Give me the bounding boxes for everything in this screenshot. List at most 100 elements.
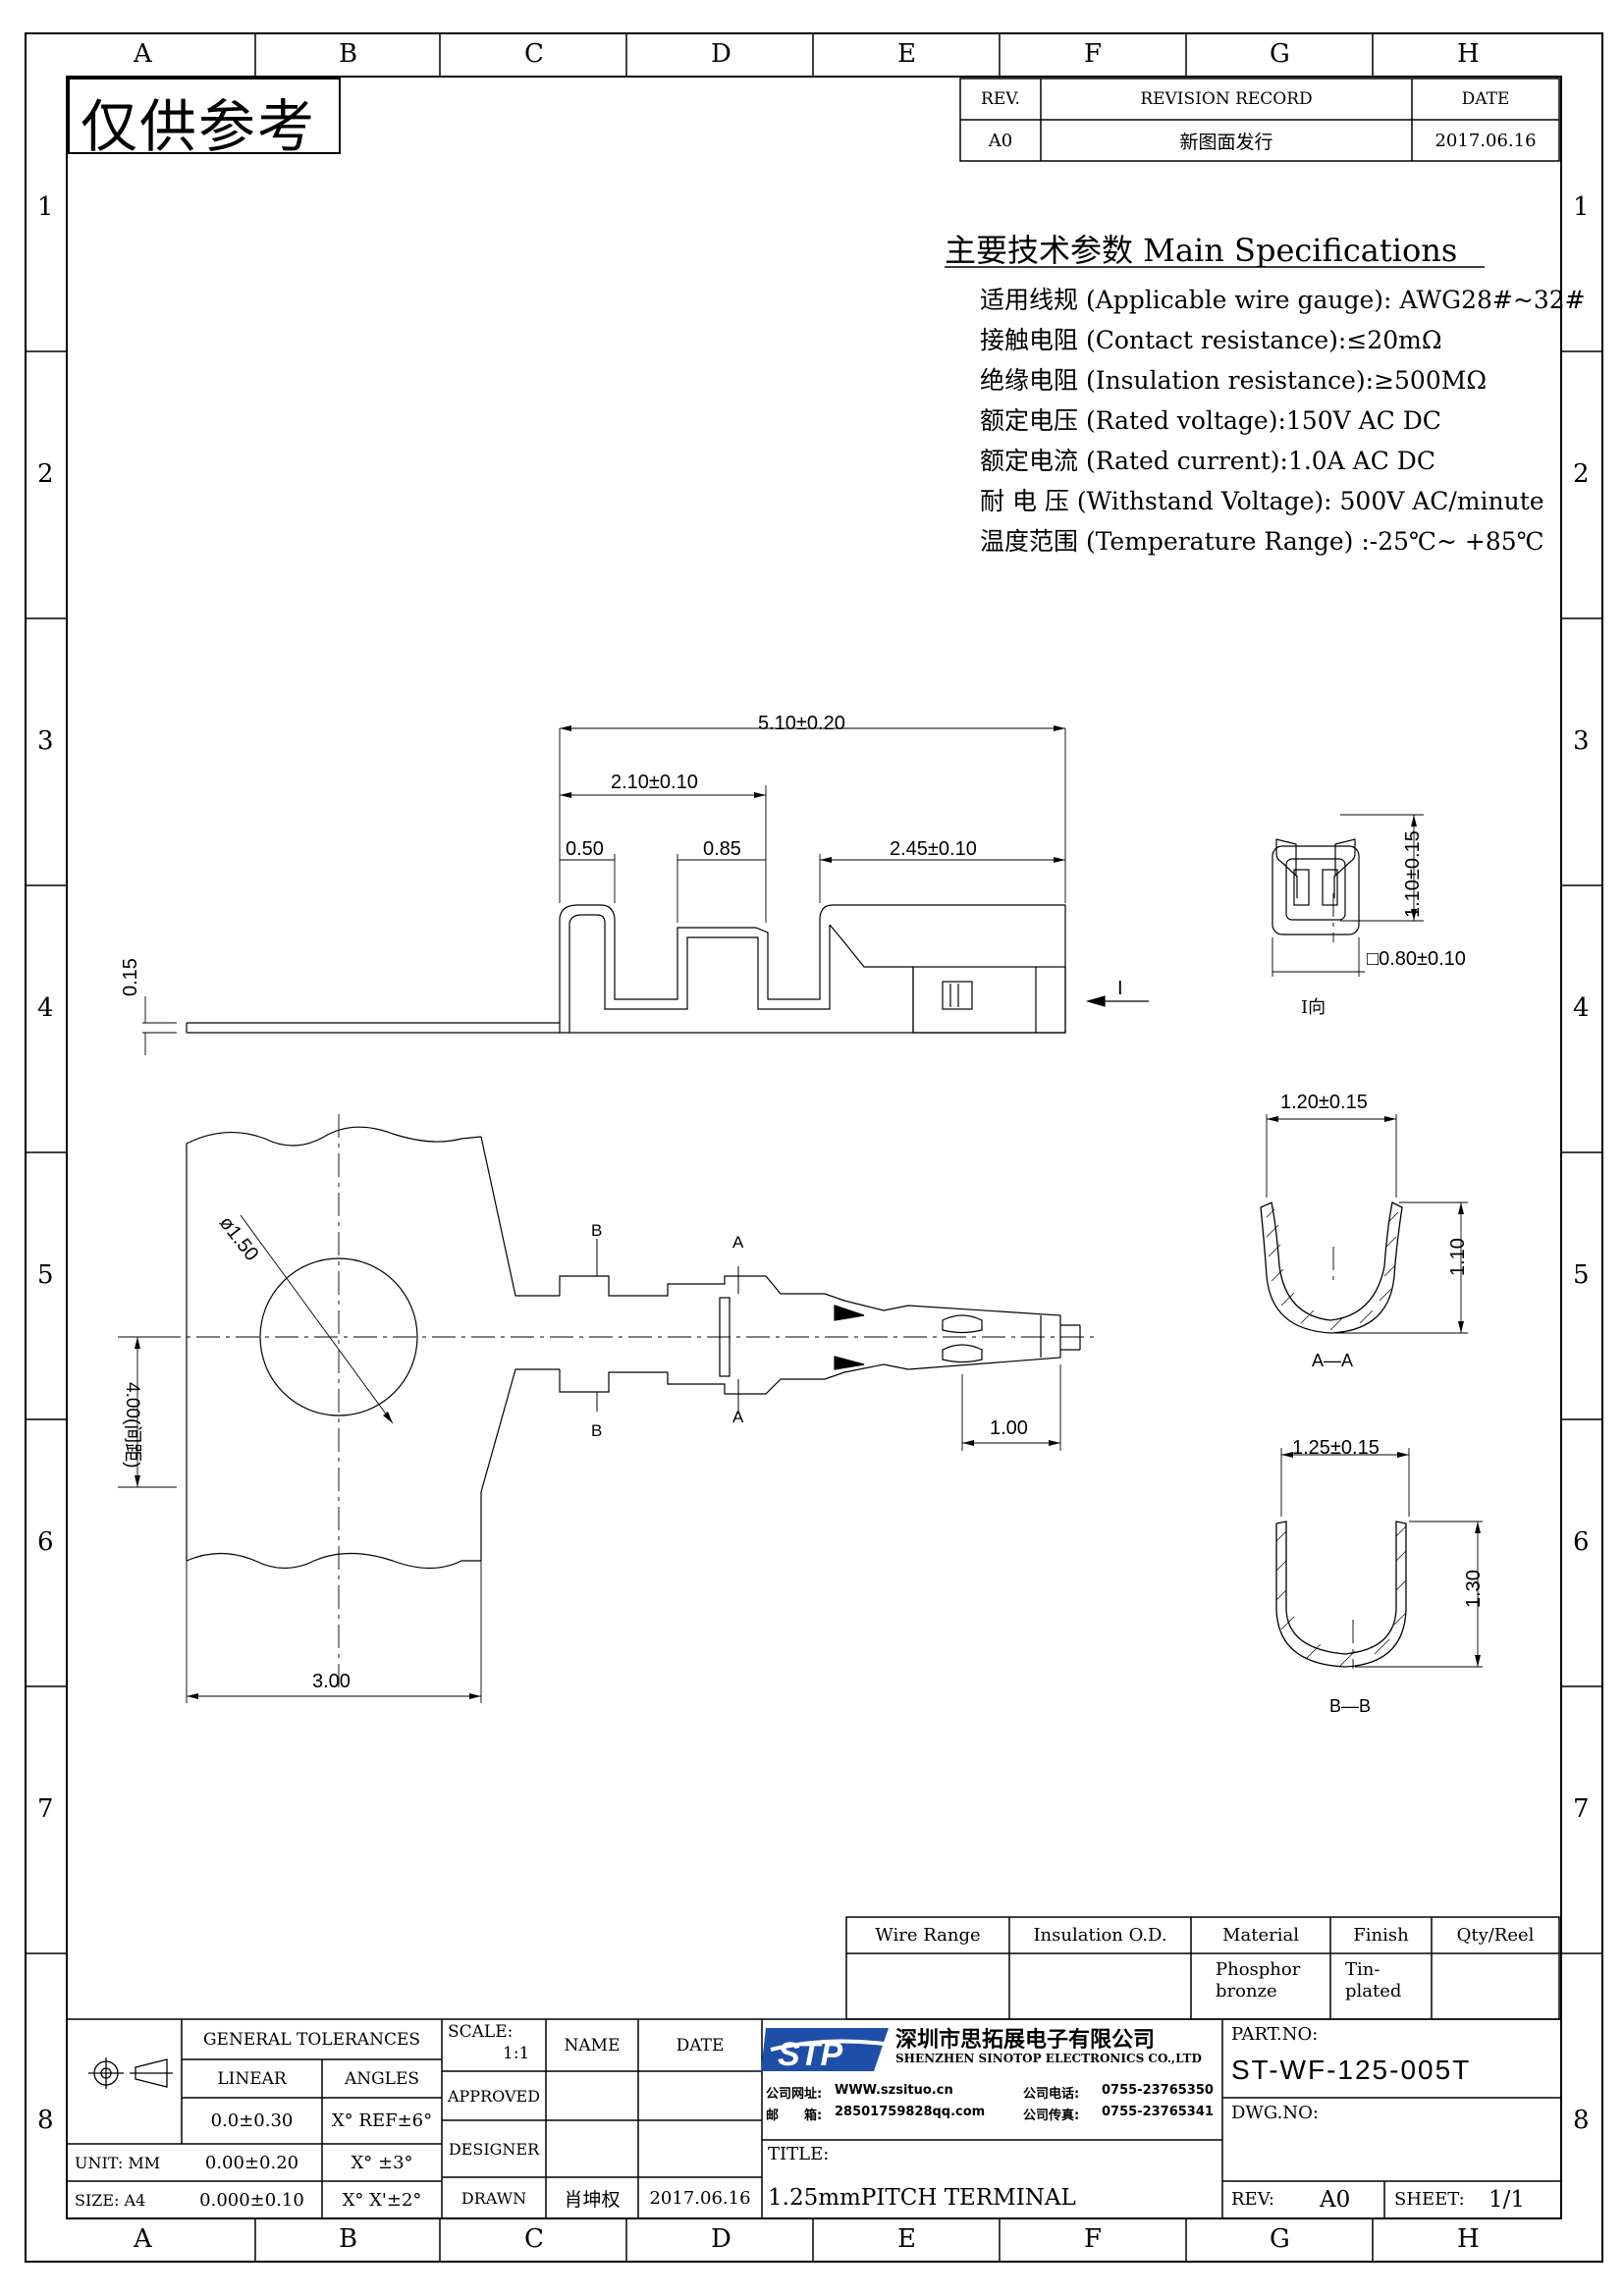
finish-value: Tin-plated	[1345, 1959, 1402, 2002]
col-label-b: B	[339, 39, 358, 69]
dim-box-height: 1.10±0.15	[1402, 830, 1424, 918]
header-qty-reel: Qty/Reel	[1456, 1925, 1535, 1946]
col-label-d: D	[711, 2224, 731, 2254]
col-label-g: G	[1270, 2224, 1290, 2254]
col-label-e: E	[897, 39, 916, 69]
row-label-5: 5	[37, 1260, 54, 1290]
centerlines	[118, 893, 1354, 1688]
drawn-name: 肖坤权	[564, 2188, 621, 2211]
dim-bb-height: 1.30	[1463, 1570, 1485, 1608]
phone-value: 0755-23765350	[1102, 2083, 1214, 2098]
revision-date-value: 2017.06.16	[1435, 130, 1537, 151]
drawing-title: 1.25mmPITCH TERMINAL	[768, 2185, 1076, 2211]
outer-frame	[25, 32, 1603, 2263]
email-label: 邮 箱:	[766, 2109, 823, 2123]
row-label-5: 5	[1573, 1260, 1590, 1290]
row-label-4: 4	[1573, 993, 1590, 1023]
row-label-7: 7	[1573, 1794, 1590, 1824]
dim-thickness: 0.15	[120, 958, 141, 996]
size-label: SIZE: A4	[75, 2190, 146, 2210]
section-a-label-bottom: A	[732, 1408, 744, 1426]
phone-label: 公司电话:	[1023, 2087, 1080, 2102]
dim-total-length: 5.10±0.20	[758, 713, 845, 734]
logo-text: STP	[778, 2036, 842, 2073]
date-header: DATE	[1461, 89, 1510, 109]
section-b-label-bottom: B	[591, 1421, 603, 1440]
header-wire-range: Wire Range	[875, 1925, 981, 1946]
name-header: NAME	[564, 2035, 621, 2056]
header-material: Material	[1222, 1925, 1299, 1946]
rev-value-title: A0	[1320, 2187, 1351, 2213]
row-label-4: 4	[37, 993, 54, 1023]
dim-tip-100: 1.00	[990, 1417, 1028, 1439]
view-i-dim-lines	[1272, 814, 1424, 977]
view-i-arrow	[1085, 995, 1149, 1007]
row-ticks	[26, 350, 1602, 1954]
view-i-label: I向	[1301, 997, 1326, 1018]
row-label-3: 3	[37, 726, 54, 756]
section-aa-dim-lines	[1266, 1114, 1468, 1334]
section-a-label-top: A	[732, 1233, 744, 1252]
column-ticks	[254, 33, 1374, 2262]
tol-linear-1: 0.0±0.30	[210, 2110, 294, 2131]
rev-value: A0	[988, 130, 1013, 151]
dim-pitch: 4.00(间距)	[122, 1382, 142, 1468]
row-label-8: 8	[37, 2106, 54, 2135]
section-aa	[1260, 1201, 1403, 1334]
revision-record-value: 新图面发行	[1179, 131, 1273, 153]
spec-contact-resistance: 接触电阻 (Contact resistance):≤20mΩ	[980, 326, 1442, 354]
reference-only-stamp: 仅供参考	[81, 93, 317, 160]
row-label-2: 2	[1573, 459, 1590, 489]
dim-085: 0.85	[703, 838, 741, 860]
row-label-1: 1	[1573, 192, 1590, 222]
part-no-value: ST-WF-125-005T	[1231, 2055, 1472, 2085]
section-lines	[596, 1239, 739, 1414]
tol-angle-3: X° X'±2°	[342, 2189, 422, 2211]
spec-rated-current: 额定电流 (Rated current):1.0A AC DC	[980, 447, 1435, 475]
scale-value: 1:1	[503, 2044, 530, 2063]
fax-label: 公司传真:	[1023, 2109, 1080, 2123]
row-label-6: 6	[37, 1527, 54, 1557]
approved-label: APPROVED	[447, 2086, 541, 2106]
unit-label: UNIT: MM	[75, 2153, 161, 2172]
col-label-c: C	[524, 2224, 544, 2254]
spec-withstand-voltage: 耐 电 压 (Withstand Voltage): 500V AC/minut…	[980, 487, 1544, 515]
row-label-8: 8	[1573, 2106, 1590, 2135]
section-b-label-top: B	[591, 1221, 603, 1240]
fax-value: 0755-23765341	[1102, 2105, 1214, 2119]
col-label-g: G	[1270, 39, 1290, 69]
side-view-dim-lines	[142, 727, 1066, 1055]
col-label-d: D	[711, 39, 731, 69]
tol-linear-3: 0.000±0.10	[199, 2189, 304, 2211]
row-label-7: 7	[37, 1794, 54, 1824]
header-finish: Finish	[1353, 1925, 1409, 1946]
tol-linear-2: 0.00±0.20	[204, 2152, 299, 2173]
part-no-label: PART.NO:	[1231, 2024, 1319, 2045]
row-label-1: 1	[37, 192, 54, 222]
spec-insulation-resistance: 绝缘电阻 (Insulation resistance):≥500MΩ	[980, 366, 1488, 395]
tol-angle-1: X° REF±6°	[331, 2110, 433, 2131]
dim-245: 2.45±0.10	[890, 838, 977, 860]
row-label-6: 6	[1573, 1527, 1590, 1557]
material-table-lines	[845, 1916, 1560, 2020]
rev-label: REV:	[1231, 2189, 1274, 2210]
title-label: TITLE:	[768, 2144, 830, 2164]
website-value: WWW.szsituo.cn	[835, 2083, 953, 2098]
col-label-b: B	[339, 2224, 358, 2254]
revision-table-lines	[959, 78, 1560, 162]
spec-temperature-range: 温度范围 (Temperature Range) :-25℃~ +85℃	[980, 527, 1544, 556]
dim-050: 0.50	[566, 838, 604, 860]
email-value: 28501759828qq.com	[835, 2105, 986, 2119]
angles-header: ANGLES	[344, 2068, 420, 2089]
col-label-f: F	[1084, 39, 1103, 69]
inner-frame	[66, 76, 1562, 2219]
section-bb-label: B—B	[1329, 1696, 1372, 1716]
sheet-value: 1/1	[1489, 2187, 1526, 2213]
sheet-label: SHEET:	[1394, 2189, 1465, 2210]
row-label-3: 3	[1573, 726, 1590, 756]
projection-symbol	[88, 2057, 173, 2089]
header-insulation-od: Insulation O.D.	[1033, 1925, 1167, 1946]
col-label-h: H	[1457, 39, 1480, 69]
company-logo: STP	[761, 2028, 889, 2073]
linear-header: LINEAR	[217, 2068, 287, 2089]
